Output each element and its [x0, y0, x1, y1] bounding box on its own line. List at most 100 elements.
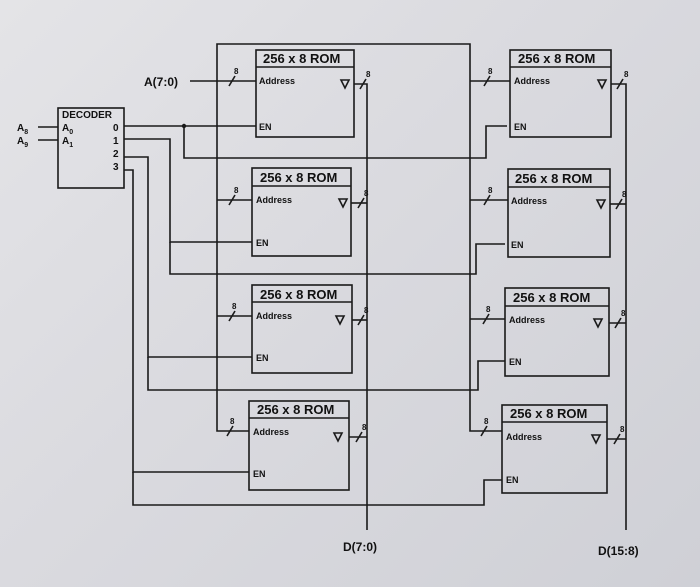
bus-width-label: 8	[366, 70, 371, 79]
input-a8-letter: A	[17, 123, 24, 134]
bus-width-label: 8	[624, 70, 629, 79]
decoder-output-0: 0	[113, 123, 119, 134]
bus-marker: 8	[228, 186, 239, 206]
tri-state-icon	[339, 79, 351, 90]
tri-state-icon	[332, 432, 344, 443]
bus-width-markers: 8 8 8 8 8 8 8 8	[226, 67, 493, 437]
decoder-input-a1: A1	[62, 136, 73, 149]
rom-address-label: Address	[256, 311, 292, 321]
decoder-title: DECODER	[62, 110, 113, 121]
rom-block: 256 x 8 ROM Address EN	[251, 284, 353, 374]
output-label-high: D(15:8)	[598, 544, 639, 558]
bus-marker: 8	[614, 309, 626, 329]
rom-block: 256 x 8 ROM Address EN	[251, 167, 352, 257]
address-bus-label: A(7:0)	[144, 75, 178, 89]
bus-marker: 8	[482, 305, 491, 325]
rom-box	[507, 168, 611, 258]
en-wire-3-right	[132, 472, 502, 506]
rom-enable-label: EN	[259, 122, 272, 132]
tri-state-icon	[592, 318, 604, 329]
rom-title: 256 x 8 ROM	[518, 51, 595, 66]
bus-width-label: 8	[484, 417, 489, 426]
bus-width-label: 8	[362, 423, 367, 432]
tri-state-icon	[595, 199, 607, 210]
bus-width-label: 8	[620, 425, 625, 434]
rom-title: 256 x 8 ROM	[260, 170, 337, 185]
bus-marker: 8	[228, 67, 239, 87]
bus-marker: 8	[480, 417, 489, 437]
output-bus-low: 8 8 8 8 D(7:0)	[343, 70, 377, 554]
rom-box	[248, 400, 350, 491]
rom-enable-label: EN	[511, 240, 524, 250]
input-a9-letter: A	[17, 136, 24, 147]
decoder-block: DECODER A0 A1 0 1 2 3 A8 A9	[17, 107, 125, 189]
en-wire-1-left	[124, 138, 252, 243]
rom-title: 256 x 8 ROM	[513, 290, 590, 305]
rom-box	[504, 287, 610, 377]
rom-enable-label: EN	[256, 353, 269, 363]
rom-block: 256 x 8 ROM Address EN	[509, 49, 612, 138]
bus-marker: 8	[616, 70, 629, 90]
en-wire-2-left	[124, 156, 252, 358]
data-bus-low	[354, 83, 368, 530]
rom-address-label: Address	[253, 427, 289, 437]
output-label-low: D(7:0)	[343, 540, 377, 554]
rom-block: 256 x 8 ROM Address EN	[255, 49, 355, 138]
bus-width-label: 8	[364, 189, 369, 198]
bus-width-label: 8	[234, 186, 239, 195]
data-bus-high	[611, 83, 627, 530]
bus-width-label: 8	[488, 67, 493, 76]
address-bus-trunk-right	[216, 43, 502, 432]
address-bus: A(7:0)	[144, 43, 510, 432]
en-wire-3-left	[124, 169, 249, 473]
en-wire-1-right	[169, 242, 505, 275]
rom-box	[501, 404, 608, 494]
en-junction-0	[181, 123, 187, 129]
bus-marker: 8	[357, 189, 369, 209]
rom-box	[255, 49, 355, 138]
bus-width-label: 8	[621, 309, 626, 318]
decoder-box	[57, 107, 125, 189]
decoder-input-a0-sub: 0	[69, 129, 73, 136]
decoder-output-3: 3	[113, 162, 119, 173]
bus-width-label: 8	[486, 305, 491, 314]
tri-state-icon	[337, 198, 349, 209]
bus-width-label: 8	[232, 302, 237, 311]
address-bus-trunk-left	[216, 81, 249, 432]
input-a8-sub: 8	[24, 129, 28, 136]
decoder-input-a0: A0	[62, 123, 73, 136]
input-a9-sub: 9	[24, 142, 28, 149]
rom-address-label: Address	[509, 315, 545, 325]
rom-address-label: Address	[259, 76, 295, 86]
rom-enable-label: EN	[253, 469, 266, 479]
tri-state-icon	[596, 79, 608, 90]
rom-enable-label: EN	[509, 357, 522, 367]
rom-enable-label: EN	[256, 238, 269, 248]
decoder-input-a1-sub: 1	[69, 142, 73, 149]
bus-width-label: 8	[622, 190, 627, 199]
bus-width-label: 8	[230, 417, 235, 426]
bus-marker: 8	[615, 190, 627, 210]
output-bus-high: 8 8 8 8 D(15:8)	[598, 70, 639, 558]
rom-address-label: Address	[514, 76, 550, 86]
rom-title: 256 x 8 ROM	[515, 171, 592, 186]
rom-box	[509, 49, 612, 138]
bus-marker: 8	[228, 302, 237, 322]
bus-marker: 8	[483, 186, 493, 206]
en-wire-2-right	[147, 357, 505, 391]
decoder-output-1: 1	[113, 136, 119, 147]
rom-title: 256 x 8 ROM	[257, 402, 334, 417]
rom-box	[251, 167, 352, 257]
tri-state-icon	[590, 434, 602, 445]
decoder-input-a0-letter: A	[62, 123, 69, 134]
rom-box	[251, 284, 353, 374]
rom-block: 256 x 8 ROM Address EN	[507, 168, 611, 258]
bus-width-label: 8	[488, 186, 493, 195]
rom-enable-label: EN	[506, 475, 519, 485]
rom-block: 256 x 8 ROM Address EN	[248, 400, 350, 491]
input-a8: A8	[17, 123, 28, 136]
bus-width-label: 8	[364, 306, 369, 315]
rom-title: 256 x 8 ROM	[263, 51, 340, 66]
